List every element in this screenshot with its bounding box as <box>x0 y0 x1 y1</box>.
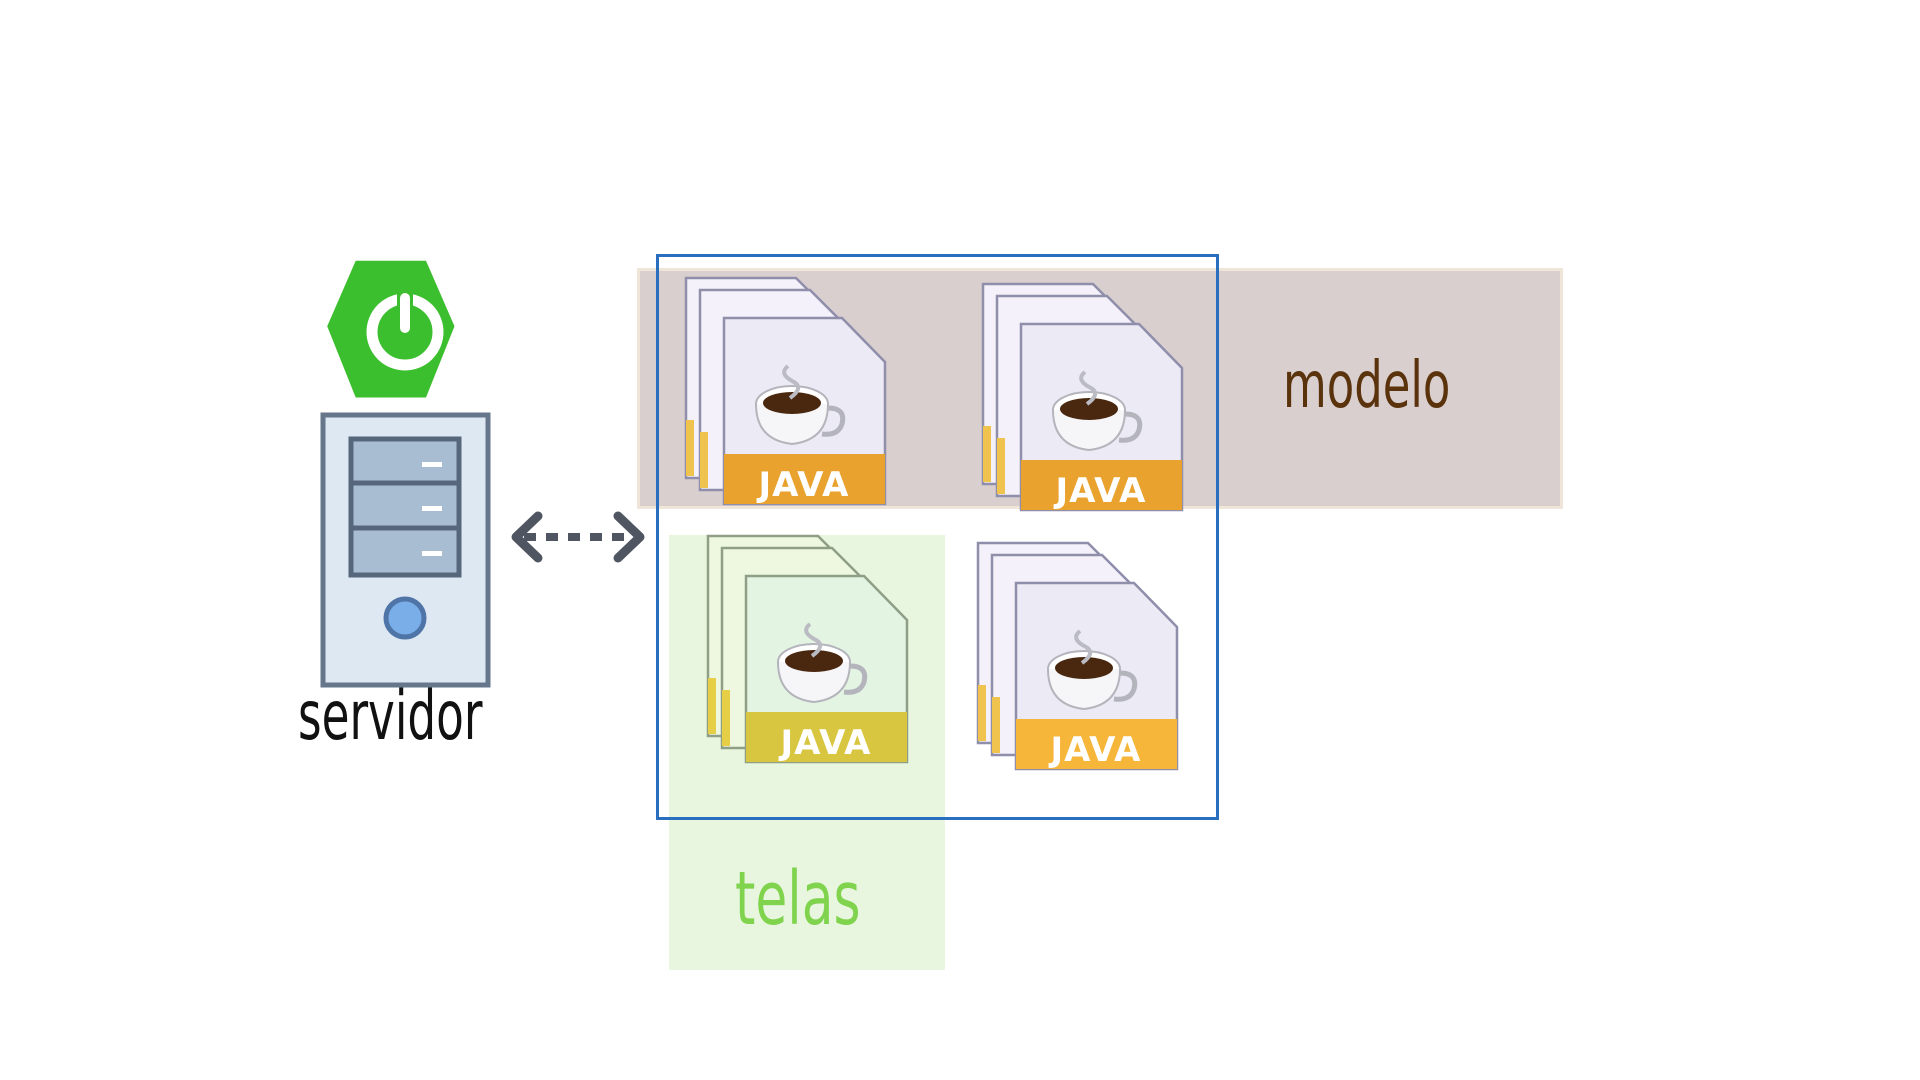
java-file-icon: JAVA <box>977 276 1207 512</box>
modelo-label: modelo <box>1283 349 1451 423</box>
server-icon <box>320 412 491 688</box>
java-file-icon: JAVA <box>972 535 1202 771</box>
spring-boot-icon <box>327 260 455 398</box>
java-file-label: JAVA <box>779 723 872 763</box>
java-file-icon: JAVA <box>702 528 932 764</box>
project-boundary-frame <box>656 254 1219 820</box>
java-file-label: JAVA <box>1049 730 1142 770</box>
server-group <box>250 255 510 695</box>
java-file-label: JAVA <box>757 465 850 505</box>
telas-label: telas <box>735 856 861 942</box>
servidor-label: servidor <box>298 677 483 756</box>
server-graphic <box>320 260 491 688</box>
java-file-label: JAVA <box>1054 471 1147 511</box>
bidirectional-arrow-icon <box>508 508 648 566</box>
java-file-icon: JAVA <box>680 270 910 506</box>
